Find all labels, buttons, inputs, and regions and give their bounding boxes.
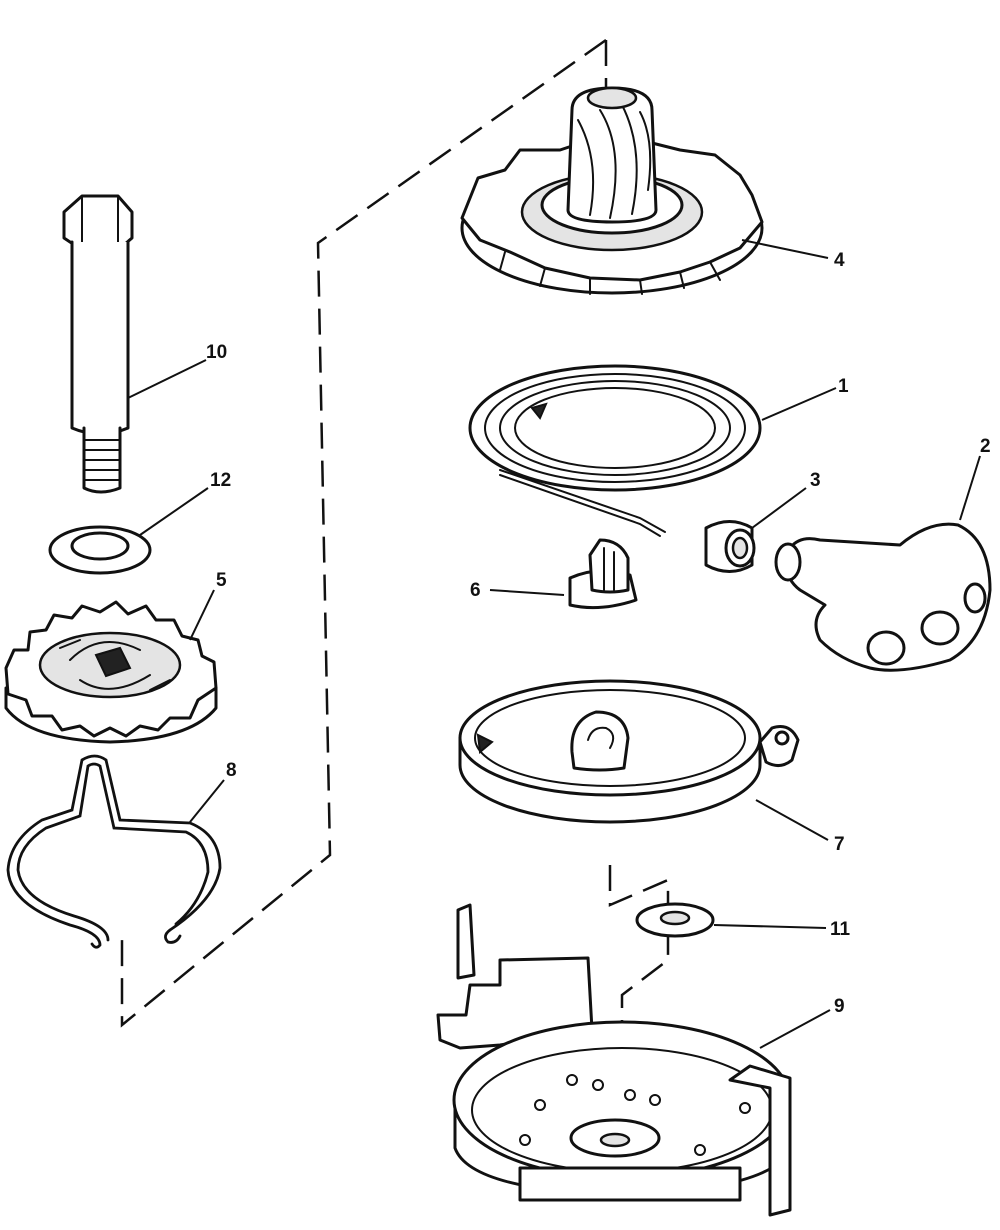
leader-12: [139, 487, 209, 536]
leader-9: [759, 1009, 831, 1049]
part-8-spring-clip: [6, 754, 222, 949]
callout-8: 8: [226, 760, 237, 781]
part-9-lower-housing: [436, 903, 792, 1217]
callout-12: 12: [210, 470, 231, 491]
callout-5: 5: [216, 570, 227, 591]
callout-3: 3: [810, 470, 821, 491]
leader-6: [489, 589, 565, 596]
part-1-rope-coil: [468, 364, 762, 537]
leader-11: [713, 924, 827, 929]
leader-7: [755, 799, 829, 841]
part-12-washer: [48, 525, 152, 575]
leader-8: [189, 779, 225, 823]
part-7-recoil-spring: [458, 679, 800, 824]
callout-7: 7: [834, 834, 845, 855]
part-11-washer: [635, 902, 715, 938]
callout-6: 6: [470, 580, 481, 601]
leader-4: [741, 239, 829, 259]
part-2-starter-handle: [774, 522, 992, 672]
part-5-ratchet-gear: [4, 600, 218, 744]
part-4-drive-housing: [460, 86, 764, 295]
callout-1: 1: [838, 376, 849, 397]
leader-3: [751, 487, 807, 529]
leader-1: [761, 387, 837, 421]
part-6-clip: [568, 538, 638, 610]
callout-2: 2: [980, 436, 991, 457]
part-10-bolt: [62, 194, 134, 494]
leader-5: [189, 589, 215, 641]
callout-9: 9: [834, 996, 845, 1017]
leader-10: [127, 359, 207, 399]
part-3-ferrule: [704, 520, 756, 573]
callout-11: 11: [830, 919, 851, 940]
callout-10: 10: [206, 342, 227, 363]
callout-4: 4: [834, 250, 845, 271]
leader-2: [959, 455, 981, 521]
